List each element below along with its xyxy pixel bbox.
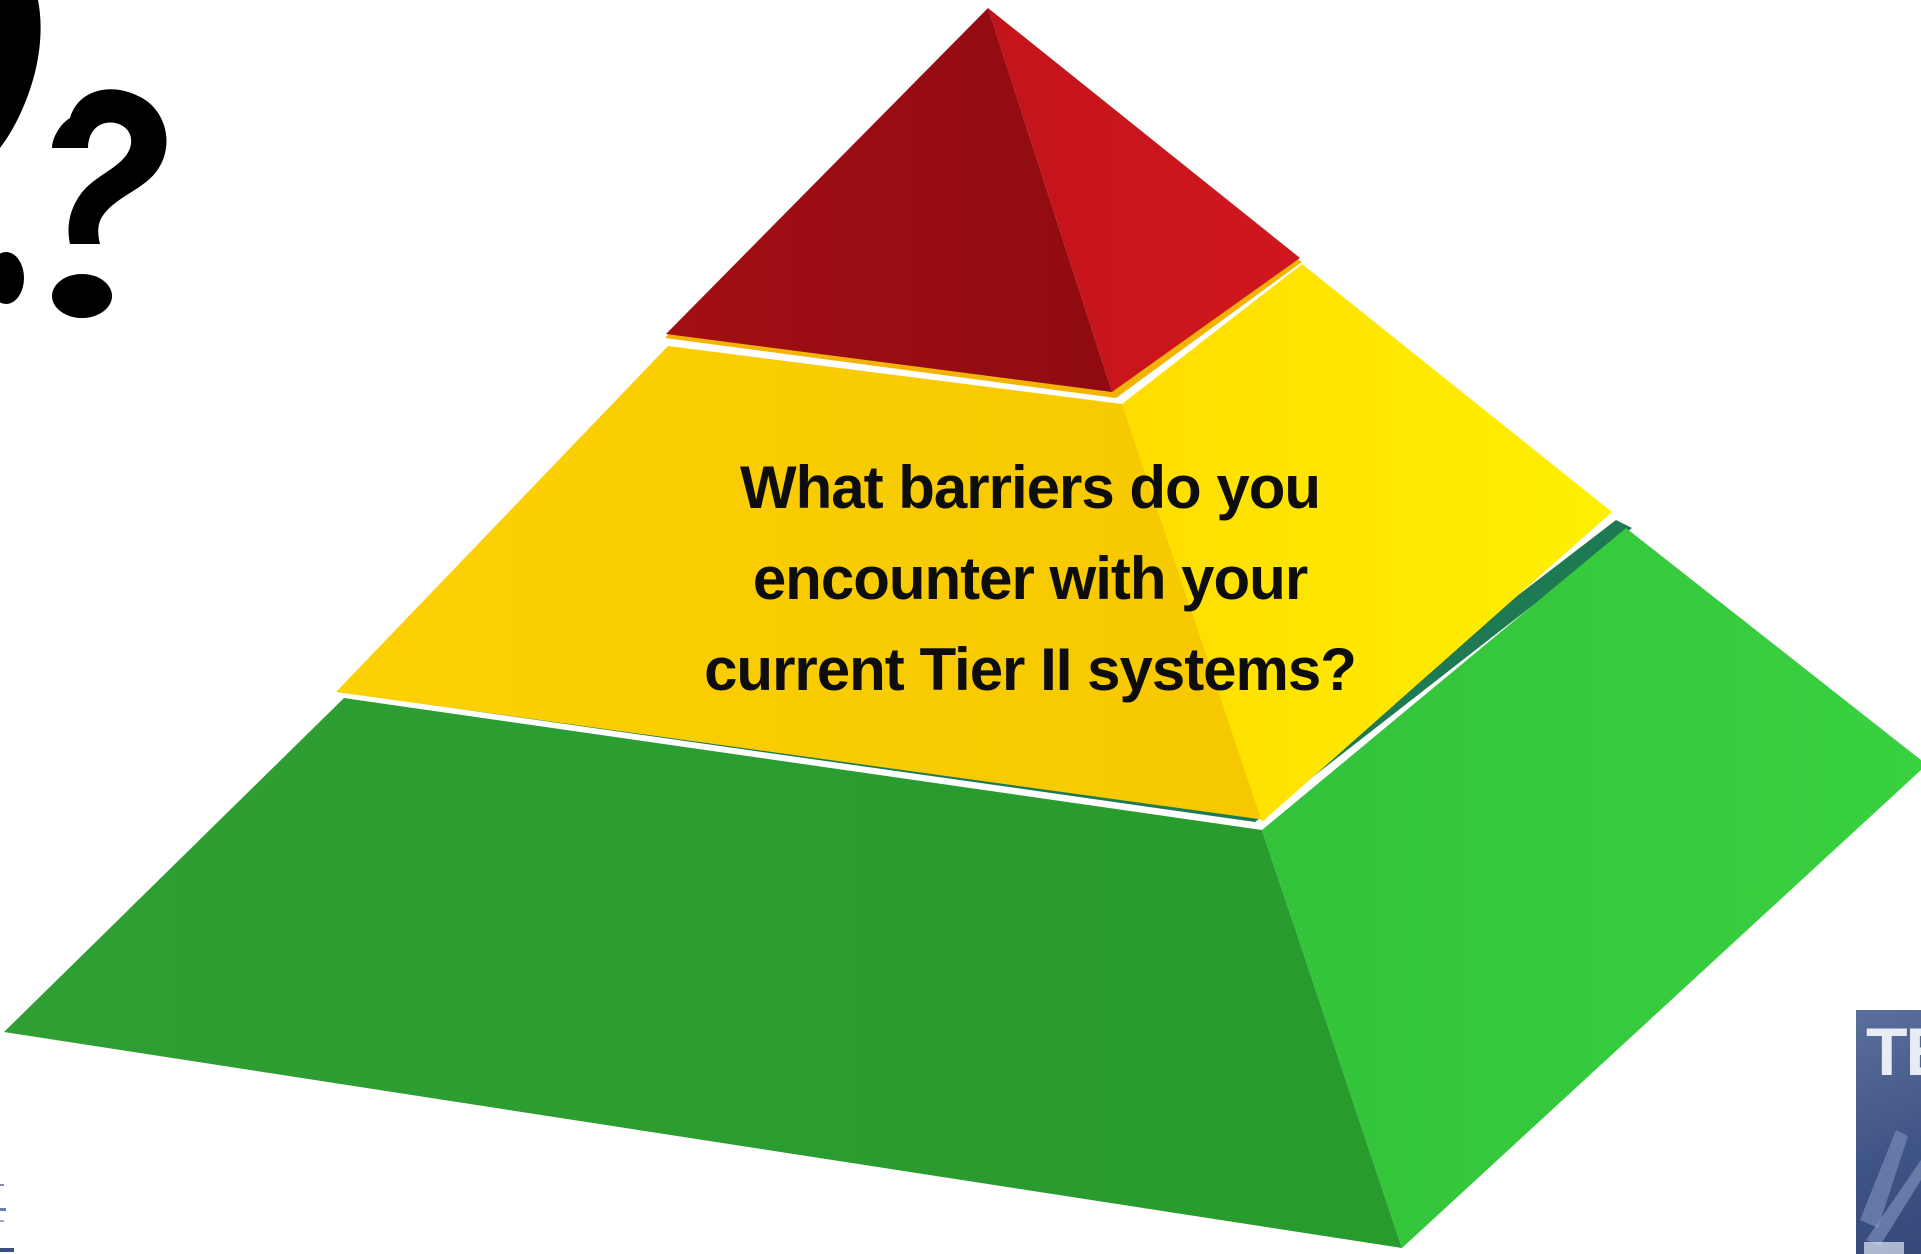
organization-logo: TE bbox=[1856, 1010, 1921, 1254]
logo-emblem bbox=[1860, 1130, 1921, 1254]
question-line-3: current Tier II systems? bbox=[704, 636, 1357, 703]
question-mark-icon bbox=[0, 0, 216, 340]
question-line-2: encounter with your bbox=[752, 545, 1308, 612]
question-line-1: What barriers do you bbox=[739, 454, 1321, 521]
pyramid-tier-top bbox=[666, 8, 1300, 392]
slide-question: What barriers do you encounter with your… bbox=[630, 442, 1430, 715]
pyramid-tier-bottom bbox=[4, 520, 1921, 1248]
logo-text: TE bbox=[1866, 1014, 1921, 1090]
footer-logo-fragment bbox=[0, 1184, 14, 1252]
